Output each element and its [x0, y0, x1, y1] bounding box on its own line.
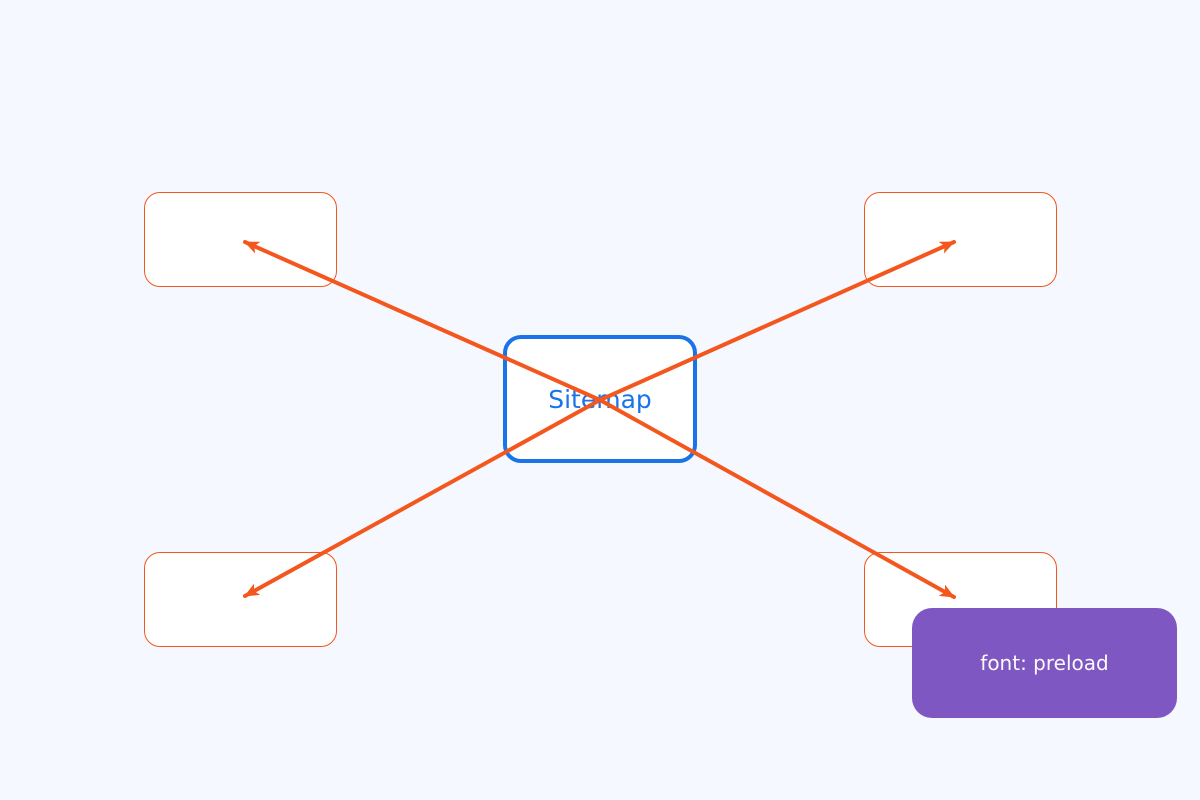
font-preload-badge: font: preload: [912, 608, 1177, 718]
sitemap-label: Sitemap: [548, 384, 652, 414]
font-preload-label: font: preload: [980, 651, 1109, 675]
node-top-right: [864, 192, 1057, 287]
node-sitemap: Sitemap: [503, 335, 697, 463]
node-bottom-left: [144, 552, 337, 647]
node-top-left: [144, 192, 337, 287]
